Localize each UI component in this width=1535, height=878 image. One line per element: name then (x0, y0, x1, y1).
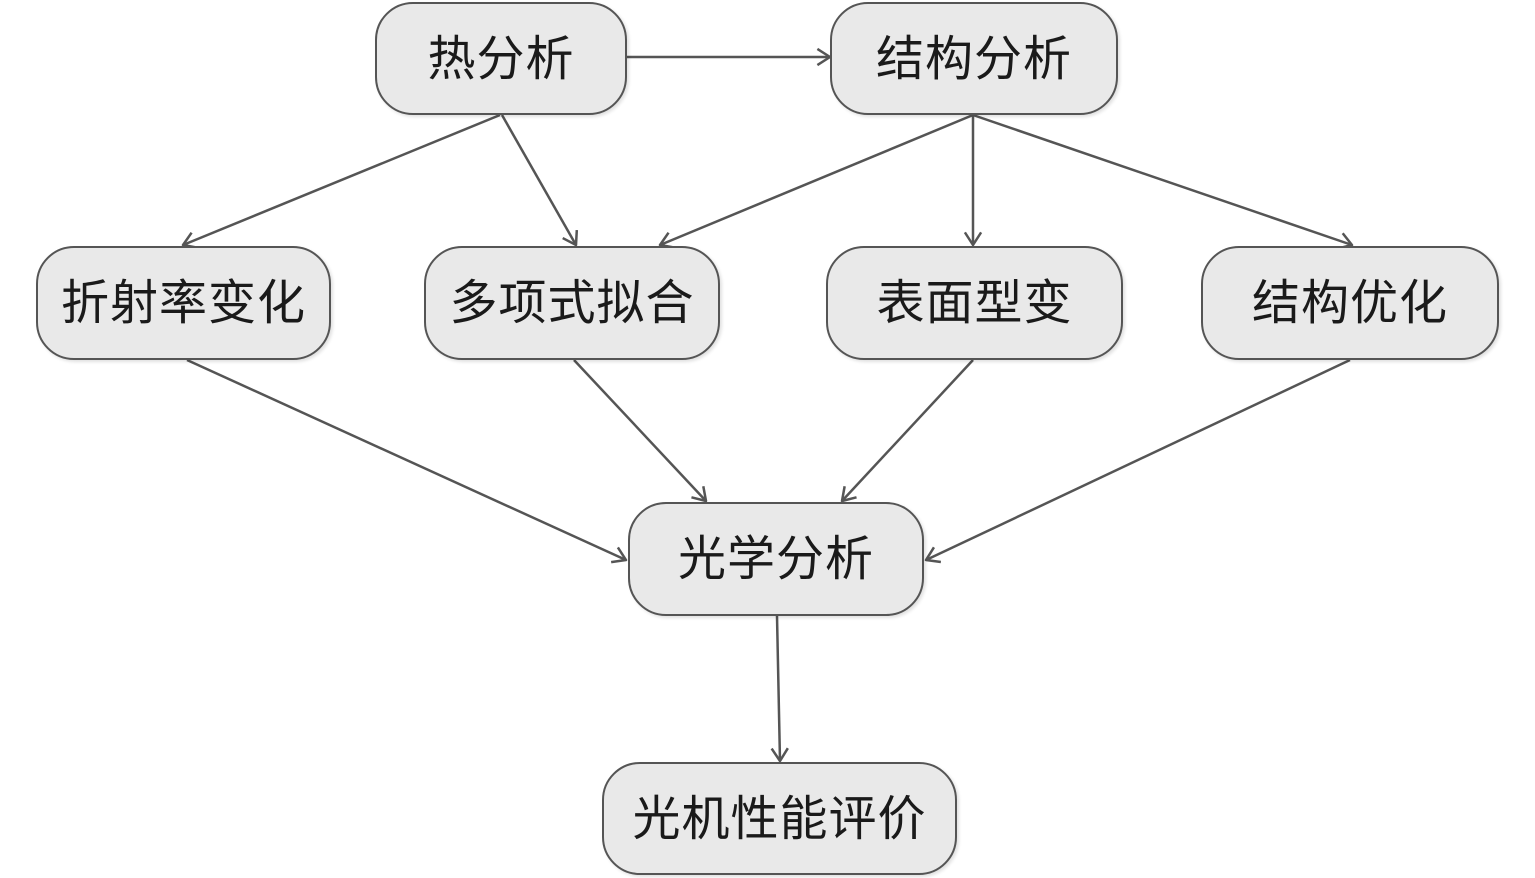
edge-structural-to-surface (963, 115, 983, 247)
edge-line (841, 359, 974, 502)
edge-structopt-to-optical (924, 358, 1351, 564)
node-polynomial-fitting: 多项式拟合 (424, 246, 720, 360)
arrowhead-icon (924, 546, 942, 564)
edge-line (972, 113, 1353, 247)
edge-surface-to-optical (840, 359, 974, 503)
edge-line (775, 615, 782, 762)
edge-line (182, 113, 501, 247)
node-label: 结构分析 (875, 30, 1072, 87)
edge-thermal-to-polyfit (500, 114, 579, 247)
node-label: 结构优化 (1251, 275, 1448, 331)
arrowhead-icon (691, 486, 708, 503)
arrowhead-icon (840, 486, 857, 503)
arrowhead-icon (610, 546, 628, 564)
node-label: 折射率变化 (60, 275, 306, 331)
node-label: 表面型变 (876, 275, 1073, 331)
edge-optical-to-eval (770, 615, 789, 763)
edge-structural-to-structopt (972, 113, 1354, 250)
arrowhead-icon (963, 231, 983, 247)
node-label: 热分析 (427, 30, 575, 87)
edge-line (925, 358, 1351, 562)
edge-thermal-to-structural (627, 47, 832, 67)
node-optical-analysis: 光学分析 (628, 502, 924, 616)
edge-line (573, 359, 707, 502)
node-label: 多项式拟合 (449, 275, 695, 331)
node-surface-deformation: 表面型变 (826, 246, 1123, 360)
node-thermal-analysis: 热分析 (375, 2, 627, 115)
edge-line (186, 358, 627, 562)
edge-line (659, 113, 974, 247)
node-structural-optimization: 结构优化 (1201, 246, 1499, 360)
arrowhead-icon (770, 747, 789, 763)
node-label: 光机性能评价 (632, 790, 927, 847)
edge-line (500, 114, 578, 246)
edge-thermal-to-refractive (181, 113, 501, 249)
edge-refractive-to-optical (186, 358, 628, 564)
node-optomechanical-evaluation: 光机性能评价 (602, 762, 957, 875)
node-refractive-index-change: 折射率变化 (36, 246, 331, 360)
node-structural-analysis: 结构分析 (830, 2, 1118, 115)
node-label: 光学分析 (677, 531, 874, 587)
arrowhead-icon (562, 229, 579, 247)
edge-structural-to-polyfit (658, 113, 974, 249)
edge-polyfit-to-optical (573, 359, 708, 503)
